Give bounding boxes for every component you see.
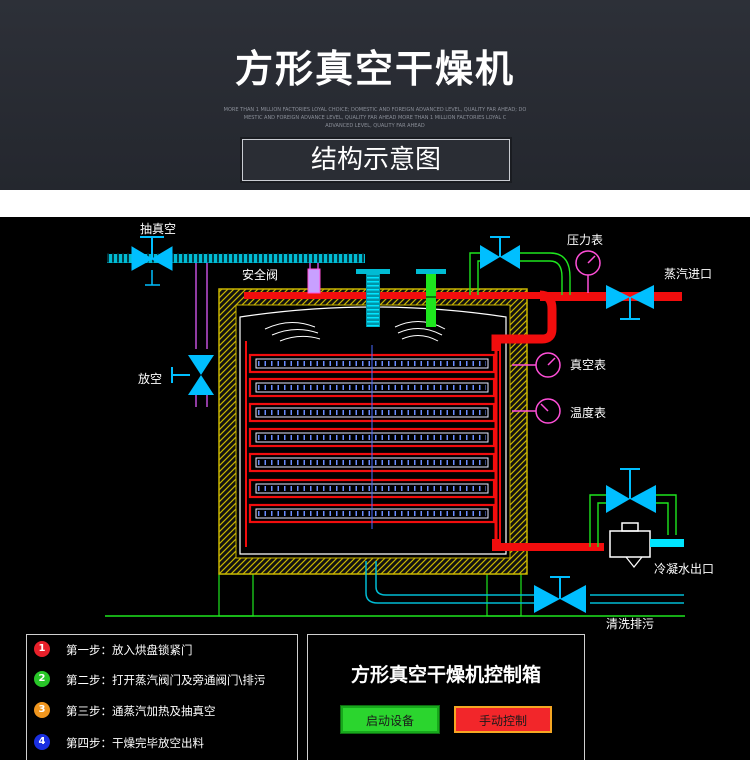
tagline-line: MESTIC AND FOREIGN ADVANCE LEVEL, QUALIT…	[243, 115, 507, 121]
label-condensate-outlet: 冷凝水出口	[654, 561, 714, 576]
condensate-valve	[606, 468, 656, 513]
step-number-badge: 4	[34, 734, 50, 750]
drying-chamber	[239, 306, 507, 555]
step-text: 第三步：通蒸汽加热及抽真空	[66, 704, 216, 718]
step-number-badge: 2	[34, 671, 50, 687]
label-pressure-gauge: 压力表	[567, 233, 603, 247]
tagline: MORE THAN 1 MILLION FACTORIES LOYAL CHOI…	[195, 106, 555, 130]
steam-trap-icon	[609, 522, 684, 568]
subtitle: 结构示意图	[310, 145, 441, 175]
pressure-bypass-line	[469, 252, 571, 295]
subtitle-box: 结构示意图	[242, 139, 510, 181]
header-banner: 方形真空干燥机 MORE THAN 1 MILLION FACTORIES LO…	[0, 0, 750, 190]
tagline-line: MORE THAN 1 MILLION FACTORIES LOYAL CHOI…	[223, 107, 527, 113]
label-vacuum-pump: 抽真空	[140, 222, 176, 236]
heating-shelves	[248, 345, 496, 529]
step-text: 第一步：放入烘盘锁紧门	[66, 643, 193, 657]
step-text: 第二步：打开蒸汽阀门及旁通阀门\排污	[66, 673, 266, 687]
pressure-gauge-icon	[575, 250, 601, 293]
white-divider	[0, 190, 750, 217]
bypass-valve	[480, 236, 520, 269]
step-text: 第四步：干燥完毕放空出料	[66, 736, 204, 750]
control-panel: 方形真空干燥机控制箱 启动设备 手动控制	[307, 634, 585, 760]
step-number-badge: 1	[34, 641, 50, 657]
condensate-line	[589, 494, 677, 547]
vacuum-gauge-icon	[512, 352, 561, 378]
label-vent: 放空	[138, 371, 162, 386]
safety-valve	[307, 268, 321, 294]
vent-valve	[171, 355, 214, 395]
left-leg	[218, 573, 254, 617]
tagline-line: ADVANCED LEVEL, QUALITY FAR AHEAD	[325, 123, 425, 129]
label-vacuum-gauge: 真空表	[570, 358, 606, 372]
page-title: 方形真空干燥机	[234, 47, 515, 91]
start-device-button[interactable]: 启动设备	[341, 706, 439, 733]
vapor-arcs	[264, 321, 446, 342]
steam-distribution-pipe	[245, 341, 501, 547]
manual-control-button[interactable]: 手动控制	[454, 706, 552, 733]
thermometer-icon	[512, 398, 561, 424]
steam-inlet-valve	[606, 285, 654, 320]
label-thermometer: 温度表	[570, 405, 606, 420]
insulation-jacket	[218, 288, 528, 575]
vacuum-valve	[131, 236, 173, 286]
label-safety-valve: 安全阀	[242, 267, 278, 282]
drain-valve	[534, 576, 586, 613]
step-number-badge: 3	[34, 702, 50, 718]
label-cleaning-drain: 清洗排污	[606, 617, 654, 631]
label-steam-inlet: 蒸汽进口	[664, 266, 712, 281]
vacuum-pipe	[107, 253, 446, 327]
drain-line	[365, 561, 684, 604]
control-panel-title: 方形真空干燥机控制箱	[350, 664, 541, 686]
steps-panel: 1 第一步：放入烘盘锁紧门 2 第二步：打开蒸汽阀门及旁通阀门\排污 3 第三步…	[26, 634, 298, 760]
dryer-structure-diagram: 抽真空 安全阀 压力表 蒸汽进口 放空 真空表 温度表 冷凝水出口 清洗排污	[105, 222, 714, 631]
